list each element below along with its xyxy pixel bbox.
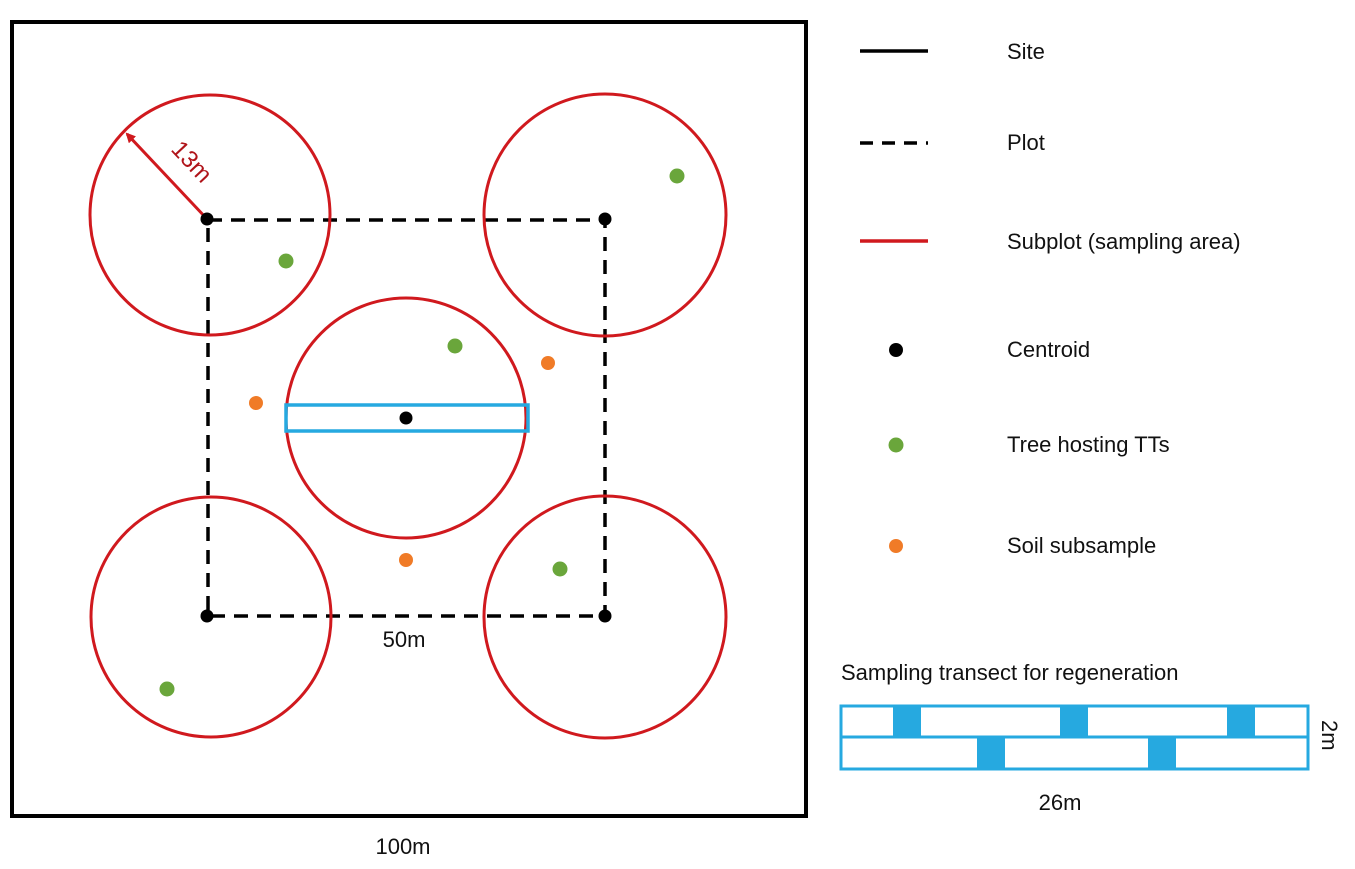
centroid-dot [598,609,612,623]
legend: Site Plot Subplot (sampling area) Centro… [860,39,1241,558]
transect-width-label: 2m [1317,720,1342,751]
transect-quadrat [893,706,921,737]
centroids [200,212,612,623]
transect-quadrat [1227,706,1255,737]
legend-subplot-label: Subplot (sampling area) [1007,229,1241,254]
legend-tree-symbol [888,437,904,453]
tree-dot [159,681,175,697]
transect-quadrat [1148,737,1176,769]
subplot-circle-bottom-right [482,494,728,740]
center-transect [284,403,530,433]
legend-plot-label: Plot [1007,130,1045,155]
radius-arrow [125,132,209,221]
tree-dot [552,561,568,577]
subplot-circle-top-left [88,93,332,337]
centroid-dot [598,212,612,226]
transect-quadrats [893,706,1255,769]
subplots [88,92,728,740]
subplot-radius-label: 13m [166,136,218,189]
legend-soil-symbol [889,539,903,553]
plot-width-label: 50m [383,627,426,652]
tree-dot [278,253,294,269]
legend-soil-label: Soil subsample [1007,533,1156,558]
subplot-circle-top-right [482,92,728,338]
soil-dot [249,396,263,410]
centroid-dot [399,411,413,425]
transect-length-label: 26m [1039,790,1082,815]
legend-site-label: Site [1007,39,1045,64]
site-boundary [10,20,808,818]
subplot-circle-bottom-left [89,495,333,739]
soil-dots [249,356,555,567]
tree-dots [159,168,685,697]
legend-tree-label: Tree hosting TTs [1007,432,1170,457]
legend-centroid-label: Centroid [1007,337,1090,362]
centroid-dot [200,609,214,623]
transect-title: Sampling transect for regeneration [841,660,1179,685]
soil-dot [541,356,555,370]
site-width-label: 100m [375,834,430,859]
tree-dot [669,168,685,184]
transect-quadrat [977,737,1005,769]
transect-quadrat [1060,706,1088,737]
legend-centroid-symbol [889,343,903,357]
plot-boundary [206,218,607,618]
tree-dot [447,338,463,354]
centroid-dot [200,212,214,226]
soil-dot [399,553,413,567]
transect-inset: Sampling transect for regeneration 26m 2… [839,660,1342,815]
